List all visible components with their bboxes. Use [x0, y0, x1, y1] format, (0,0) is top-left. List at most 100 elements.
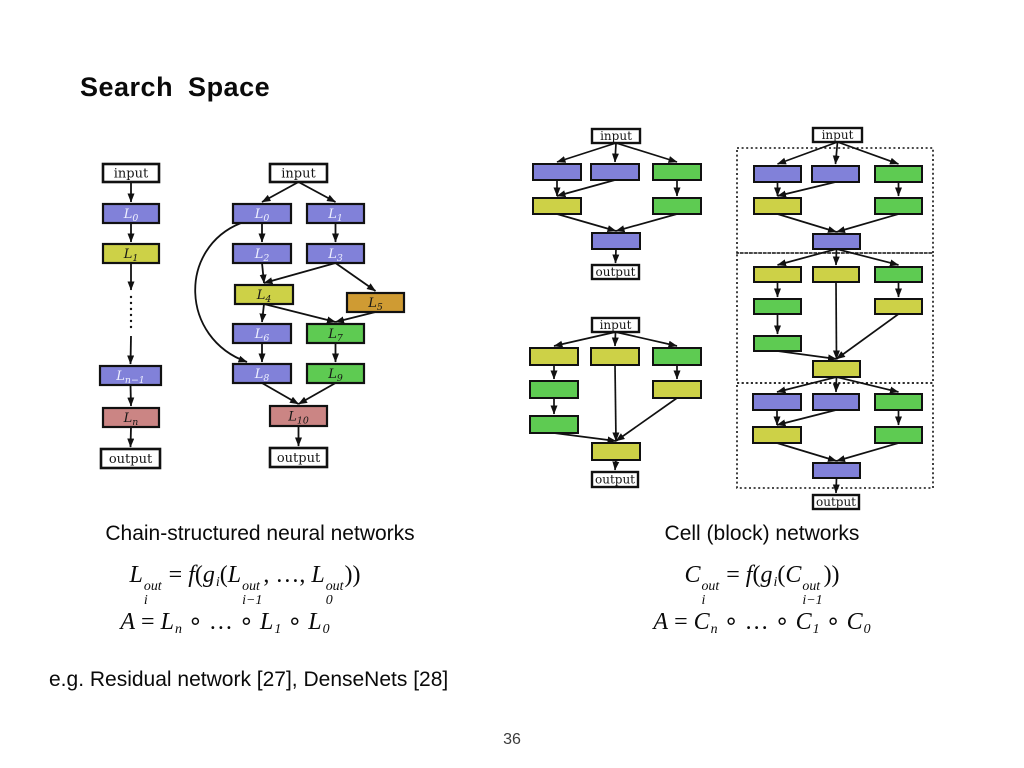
- diagram-cell-a-node-n3: [652, 163, 702, 181]
- node-label: Ln−1: [115, 369, 144, 386]
- ellipsis-dot: [129, 307, 133, 311]
- diagram-cell-b-node-n6: [529, 415, 579, 434]
- edge-L8-L10: [261, 382, 299, 405]
- diagram-cell-stack-node-s5: [874, 197, 923, 215]
- edge-L0-L8: [194, 222, 248, 363]
- diagram-cell-a-node-n1: [532, 163, 582, 181]
- node-label: L6: [254, 327, 270, 344]
- diagram-chain-multi-node-L5: [345, 291, 406, 314]
- edge-s15-s17: [776, 409, 837, 427]
- diagram-cell-stack-node-s8: [812, 266, 860, 283]
- diagram-cell-stack-node-s17: [752, 426, 802, 444]
- node-label: output: [595, 265, 635, 279]
- diagram-chain-multi-node-L1: [305, 202, 366, 225]
- edge-input-s3: [837, 141, 899, 165]
- edge-input-n1: [553, 331, 616, 348]
- ellipsis-dot: [129, 319, 133, 323]
- edge-input-L0: [261, 181, 299, 203]
- edge-n5-n7: [615, 397, 678, 442]
- diagram-cell-stack-node-s6: [812, 233, 861, 250]
- node-label: L2: [254, 247, 270, 264]
- edge-Ln-1-Ln: [127, 384, 135, 407]
- node-label: input: [600, 318, 632, 332]
- node-label: L0: [123, 207, 139, 224]
- edge-input-s1: [777, 141, 838, 165]
- edge-L2-L4: [259, 262, 267, 284]
- diagram-chain-simple-node-L0: [101, 202, 161, 225]
- edge-s13-s16: [836, 376, 899, 394]
- diagram-cell-stack-node-s9: [874, 266, 923, 283]
- diagram-chain-multi-node-L10: [268, 404, 329, 428]
- edge-Ln-1: [127, 335, 135, 365]
- diagram-cell-stack-node-s7: [753, 266, 802, 283]
- edge-n6-output: [612, 248, 620, 264]
- edge-s17-s19: [776, 442, 837, 462]
- diagram-cell-b-node-n4: [529, 380, 579, 399]
- diagram-cell-b-node-n7: [591, 442, 641, 461]
- edge-n4-n6: [556, 213, 617, 233]
- ellipsis-dot: [129, 301, 133, 305]
- diagram-cell-stack-cell-boundary-1: [736, 147, 934, 254]
- diagram-cell-b-node-n3: [652, 347, 702, 366]
- diagram-chain-multi-node-L7: [305, 322, 366, 345]
- chain-caption: Chain-structured neural networks: [105, 522, 415, 545]
- diagram-cell-b-node-n2: [590, 347, 640, 366]
- node-label: L8: [254, 367, 270, 384]
- node-label: output: [277, 451, 321, 466]
- diagram-cell-stack-node-s11: [874, 298, 923, 315]
- edge-s13-s14: [776, 376, 837, 394]
- diagram-cell-a-node-n6: [591, 232, 641, 250]
- edge-s11-s13: [836, 313, 899, 360]
- diagram-cell-stack-node-s1: [753, 165, 802, 183]
- diagram-cell-stack-node-s15: [812, 393, 860, 411]
- edge-s5-s6: [836, 213, 899, 233]
- edge-s6-s9: [836, 248, 899, 267]
- diagram-chain-multi-node-input: [268, 162, 329, 184]
- edge-L4-L6: [259, 303, 267, 323]
- diagram-cell-b-node-n5: [652, 380, 702, 399]
- node-label: L1: [327, 207, 343, 224]
- node-label: L5: [367, 296, 383, 313]
- node-label: output: [816, 495, 856, 509]
- edge-n5-n6: [615, 213, 678, 233]
- edge-s13-s15: [832, 376, 840, 393]
- diagram-cell-b-node-output: [590, 470, 640, 489]
- diagram-cell-stack-node-s10: [753, 298, 802, 315]
- edge-L3-L4: [263, 262, 336, 285]
- diagram-cell-stack-node-s18: [874, 426, 923, 444]
- edge-s4-s6: [777, 213, 837, 233]
- ellipsis-dot: [129, 295, 133, 299]
- edge-s18-s19: [836, 442, 899, 462]
- edge-s2-s4: [777, 181, 836, 198]
- edge-L5-L7: [335, 311, 376, 324]
- page-number: 36: [503, 731, 521, 748]
- diagram-cell-stack-node-s2: [811, 165, 860, 183]
- edge-L3-L5: [334, 262, 377, 292]
- edge-n2-n7: [612, 364, 620, 442]
- node-label: output: [109, 452, 153, 467]
- chain-formula-architecture: A = Ln ∘ … ∘ L1 ∘ L0: [120, 609, 330, 638]
- ellipsis-dot: [129, 313, 133, 317]
- diagram-chain-simple-node-L1: [101, 242, 161, 265]
- node-label: L10: [287, 410, 309, 427]
- diagram-cell-a-node-n4: [532, 197, 582, 215]
- edge-input-n1: [556, 142, 617, 163]
- diagram-chain-multi-node-output: [268, 446, 329, 469]
- diagram-cell-b-node-input: [590, 316, 641, 334]
- edge-input-L1: [298, 181, 336, 203]
- diagram-cell-stack-node-output: [811, 493, 861, 511]
- edge-input-n2: [611, 331, 619, 347]
- diagram-cell-a-node-n5: [652, 197, 702, 215]
- node-label: L3: [327, 247, 343, 264]
- edge-L9-L10: [298, 382, 336, 405]
- diagram-chain-multi-node-L4: [233, 283, 295, 306]
- diagram-cell-stack-node-s4: [753, 197, 802, 215]
- edge-s12-s13: [777, 350, 837, 362]
- node-label: L7: [327, 327, 343, 344]
- diagram-chain-simple-node-Ln-1: [98, 364, 163, 387]
